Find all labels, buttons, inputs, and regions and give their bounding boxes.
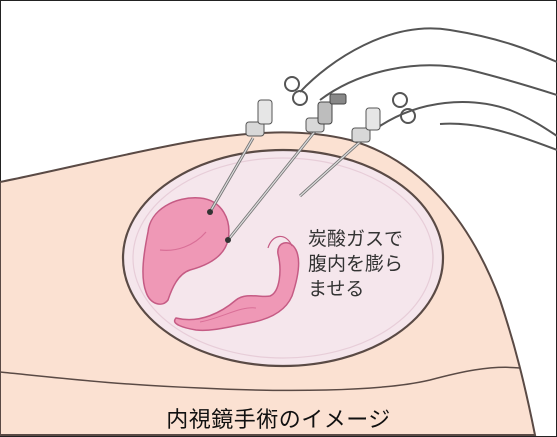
forceps-icon	[352, 93, 415, 142]
trocar-icon	[246, 77, 307, 136]
scope-tip	[225, 237, 231, 243]
annotation-line-3: ませる	[308, 278, 364, 300]
annotation-line-2: 腹内を膨ら	[308, 253, 403, 275]
figure-caption: 内視鏡手術のイメージ	[0, 402, 557, 434]
grasper-tip	[207, 209, 213, 215]
cable-bundle	[300, 28, 557, 150]
camera-scope-icon	[306, 94, 346, 132]
annotation-line-1: 炭酸ガスで	[308, 228, 403, 250]
